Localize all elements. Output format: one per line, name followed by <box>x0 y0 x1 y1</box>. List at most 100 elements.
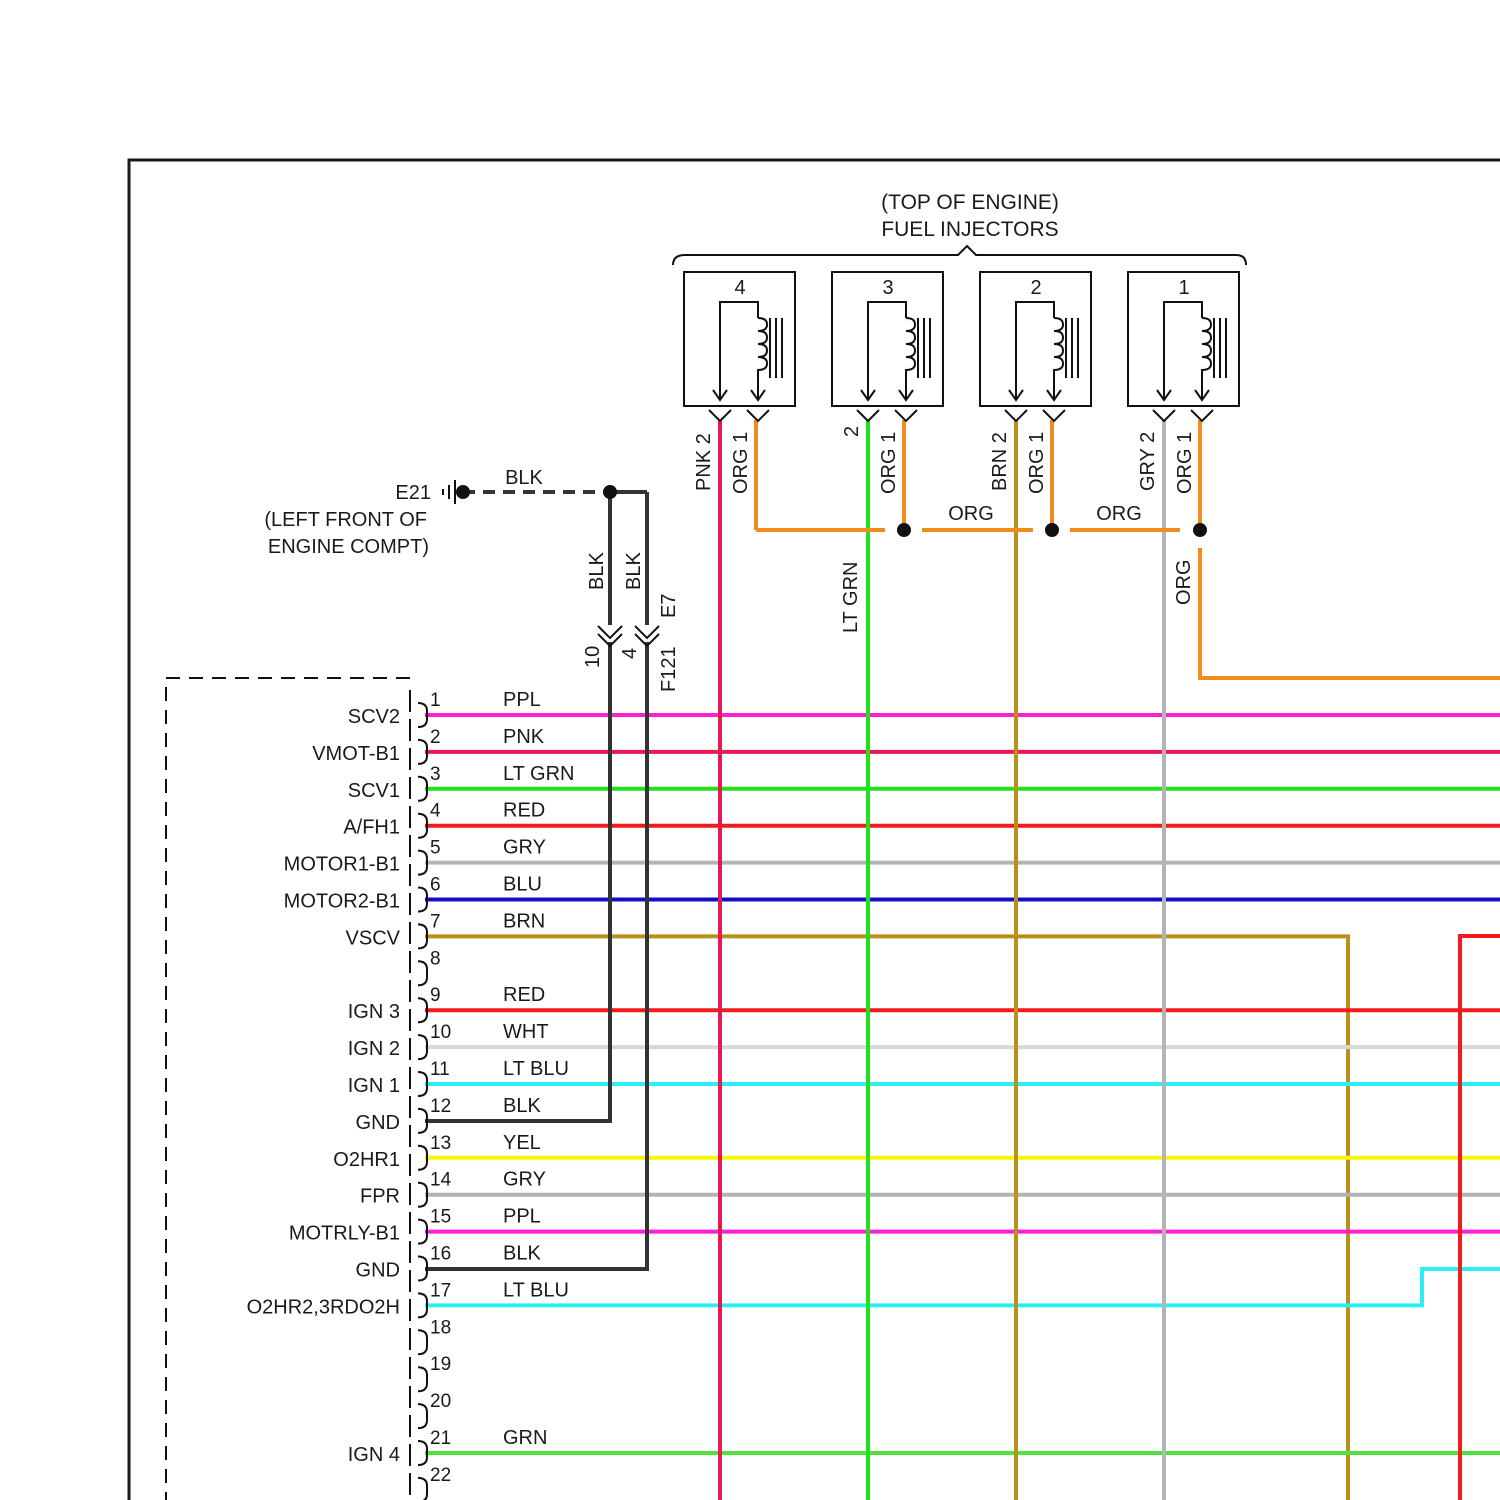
ecm-pin-row: 14GRYFPR <box>360 1169 546 1208</box>
pin-terminal-icon <box>418 1330 427 1354</box>
ecm-pin-row: 3 LT GRN SCV1 <box>348 763 575 802</box>
ground-id-label: E21 <box>395 482 431 504</box>
ecm-pin-row: 4REDA/FH1 <box>343 800 545 839</box>
junction-dot <box>897 523 911 537</box>
ground-point-dot <box>456 485 470 499</box>
injector-pin1-label: ORG 1 <box>730 432 752 494</box>
pin-number: 10 <box>430 1022 451 1043</box>
pin-signal-gnd: GND <box>356 1260 400 1282</box>
ground-location-line2: ENGINE COMPT) <box>268 536 429 558</box>
red-loop-wire <box>1460 936 1500 1500</box>
ecm-pin-row: 19 <box>418 1354 451 1391</box>
pin-signal-o2hr2-3rdo2h: O2HR2,3RDO2H <box>247 1296 400 1318</box>
pin-number: 11 <box>430 1059 450 1080</box>
connector-chevron-icon <box>895 410 917 421</box>
pin-wire-color-label: RED <box>503 984 545 1006</box>
injector-pin2-label: 2 <box>841 426 863 437</box>
injector-bracket <box>673 246 1246 265</box>
injector-number: 4 <box>734 277 745 299</box>
pin-signal-vscv: VSCV <box>346 927 401 949</box>
injectors-title-line1: (TOP OF ENGINE) <box>881 191 1059 214</box>
pin-signal-ign-4: IGN 4 <box>348 1444 400 1466</box>
wire-pin-17 <box>425 1269 1500 1305</box>
pin-signal-scv1: SCV1 <box>348 780 400 802</box>
pin-signal-ign-3: IGN 3 <box>348 1001 400 1023</box>
pin-signal-gnd: GND <box>356 1112 400 1134</box>
connector-chevron-icon <box>709 410 731 421</box>
ecm-pin-row: 16BLKGND <box>356 1243 542 1282</box>
pin-number: 2 <box>430 727 441 748</box>
connector-f121-label: F121 <box>658 646 680 692</box>
pin-signal-ign-2: IGN 2 <box>348 1038 400 1060</box>
org-vertical-label: ORG <box>1173 559 1195 605</box>
injector-number: 3 <box>882 277 893 299</box>
connector-pin-label: 4 <box>619 648 641 659</box>
pin-signal-motrly-b1: MOTRLY-B1 <box>289 1223 400 1245</box>
ecm-pin-row: 12 BLK GND <box>356 1095 542 1134</box>
pin-signal-fpr: FPR <box>360 1186 400 1208</box>
ecm-pin-row: 21 GRN IGN 4 <box>348 1427 548 1466</box>
injector-pin1-label: ORG 1 <box>878 432 900 494</box>
pin-terminal-icon <box>418 1404 427 1428</box>
pin-wire-color-label: LT BLU <box>503 1058 569 1080</box>
pin-number: 8 <box>430 948 441 969</box>
pin-number: 14 <box>430 1170 452 1191</box>
blk-drop-label: BLK <box>623 552 645 590</box>
pin-wire-color-label: BLU <box>503 874 542 896</box>
injector-pin2-label: GRY 2 <box>1137 432 1159 491</box>
pin-number: 9 <box>430 985 441 1006</box>
injector-pin2-label: PNK 2 <box>693 433 715 491</box>
ecm-pin-row: 11 LT BLU IGN 1 <box>348 1058 569 1097</box>
pin-number: 5 <box>430 838 441 859</box>
pin-wire-color-label: BLK <box>503 1095 541 1117</box>
junction-dot <box>1193 523 1207 537</box>
ecm-pin-row: 20 <box>418 1391 451 1428</box>
pin-number: 3 <box>430 764 441 785</box>
injector-pin1-label: ORG 1 <box>1174 432 1196 494</box>
injector-4: 4PNK 2 ORG 1 <box>684 272 795 494</box>
pin-wire-color-label: PPL <box>503 1206 541 1228</box>
pin-signal-vmot-b1: VMOT-B1 <box>312 743 400 765</box>
pin-terminal-icon <box>418 1478 427 1500</box>
pin-signal-motor1-b1: MOTOR1-B1 <box>284 854 400 876</box>
pin-wire-color-label: GRN <box>503 1427 547 1449</box>
injectors-title-line2: FUEL INJECTORS <box>881 218 1058 241</box>
pin-wire-color-label: LT GRN <box>503 763 575 785</box>
pin-number: 4 <box>430 801 441 822</box>
pin-number: 15 <box>430 1207 451 1228</box>
pin-wire-color-label: BRN <box>503 910 545 932</box>
org-bus-label: ORG <box>948 503 994 525</box>
injector-1: 1GRY 2 ORG 1 <box>1128 272 1239 494</box>
pin-signal-motor2-b1: MOTOR2-B1 <box>284 891 400 913</box>
pin-number: 1 <box>430 690 441 711</box>
pin-signal-scv2: SCV2 <box>348 706 400 728</box>
injector-number: 2 <box>1030 277 1041 299</box>
connector-chevron-icon <box>1191 410 1213 421</box>
pin-wire-color-label: WHT <box>503 1021 549 1043</box>
org-feed-wire <box>1200 548 1500 678</box>
org-bus-label: ORG <box>1096 503 1142 525</box>
pin-wire-color-label: BLK <box>503 1243 541 1265</box>
blk-drop-label: BLK <box>586 552 608 590</box>
fuel-injectors: 4PNK 2ORG 132ORG 12BRN 2ORG 11GRY 2ORG 1 <box>684 272 1239 494</box>
ecm-pin-row: 10 WHT IGN 2 <box>348 1021 549 1060</box>
pin-number: 21 <box>430 1428 451 1449</box>
ecm-pin-row: 17LT BLUO2HR2,3RDO2H <box>247 1279 569 1318</box>
junction-dot <box>1045 523 1059 537</box>
pin-signal-ign-1: IGN 1 <box>348 1075 400 1097</box>
pin-number: 20 <box>430 1391 451 1412</box>
pin-terminal-icon <box>418 961 427 985</box>
connector-e7-label: E7 <box>658 594 680 618</box>
pin-number: 12 <box>430 1096 451 1117</box>
injector-number: 1 <box>1178 277 1189 299</box>
ecm-wire-group <box>425 715 1500 1500</box>
pin-wire-color-label: PNK <box>503 726 545 748</box>
connector-chevron-icon <box>747 410 769 421</box>
ground-icon <box>443 480 455 504</box>
